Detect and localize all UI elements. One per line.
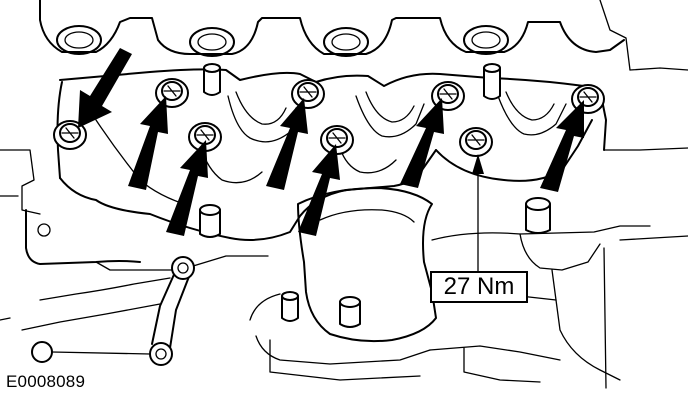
cam-cap-3: [323, 27, 369, 57]
torque-leader: [472, 154, 484, 273]
bolt-5: [320, 125, 354, 155]
engine-block-lines: [0, 67, 688, 389]
arrow-bolt-2: [128, 96, 168, 190]
bolt-3: [188, 122, 222, 152]
stud-1: [203, 63, 221, 96]
torque-spec-label: 27 Nm: [430, 271, 528, 303]
arrow-bolt-3: [166, 140, 208, 236]
stud-3: [199, 204, 221, 238]
stud-4: [525, 197, 551, 234]
linkage-arm: [31, 256, 195, 366]
cam-cap-1: [56, 25, 102, 55]
figure-id: E0008089: [6, 372, 86, 391]
manifold-runners: [199, 91, 567, 184]
arrow-bolt-8: [540, 100, 584, 192]
stud-5: [339, 296, 361, 328]
stud-6: [281, 291, 299, 322]
arrow-bolt-5: [298, 144, 340, 236]
arrow-bolt-1: [78, 48, 132, 128]
cylinder-head-outline: [39, 0, 631, 71]
stud-2: [483, 63, 501, 100]
bolt-4: [291, 79, 325, 109]
bolt-7: [459, 127, 493, 157]
arrow-bolt-6: [400, 98, 444, 188]
cam-cap-2: [189, 27, 235, 57]
cam-cap-4: [463, 25, 509, 55]
collector-outlet: [297, 187, 437, 343]
arrow-bolt-4: [266, 98, 308, 190]
